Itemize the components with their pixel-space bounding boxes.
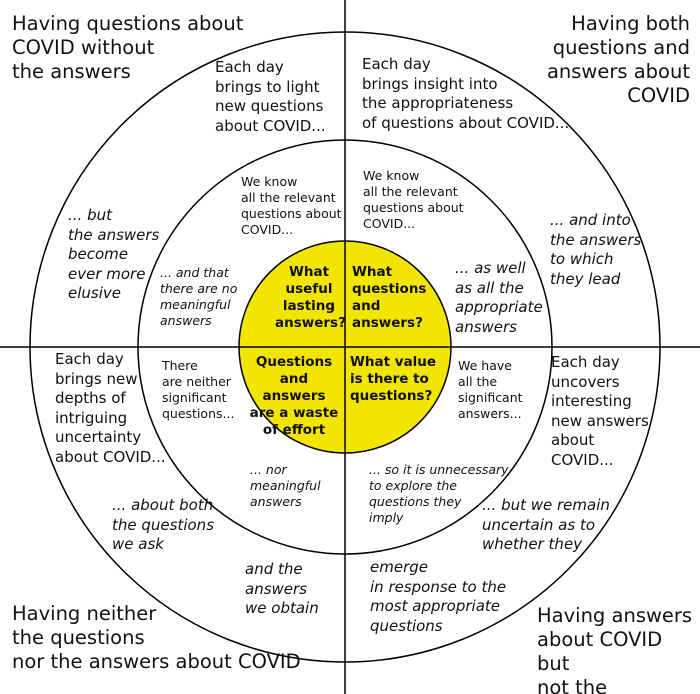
outer-br-continuation-1: ... but we remain uncertain as to whethe…: [482, 496, 610, 553]
corner-label-bottom-right: Having answers about COVID but not the q…: [537, 604, 693, 694]
outer-bl-statement: Each day brings new depths of intriguing…: [55, 350, 166, 466]
outer-bl-continuation-2: and the answers we obtain: [245, 560, 319, 617]
core-tl-text: What useful lasting answers?: [275, 264, 346, 331]
core-br-text: What value is there to questions?: [350, 354, 437, 404]
core-bl-text: Questions and answers are a waste of eff…: [249, 354, 339, 438]
inner-br-statement: We have all the significant answers...: [458, 358, 523, 421]
outer-tl-continuation: ... but the answers become ever more elu…: [68, 206, 160, 302]
outer-br-continuation-2: emerge in response to the most appropria…: [370, 558, 507, 635]
outer-br-statement: Each day uncovers interesting new answer…: [551, 353, 649, 469]
outer-tl-statement: Each day brings to light new questions a…: [215, 58, 326, 135]
core-tr-text: What questions and answers?: [352, 264, 427, 331]
inner-tr-statement: We know all the relevant questions about…: [363, 168, 464, 231]
inner-tl-statement: We know all the relevant questions about…: [241, 174, 342, 237]
outer-tr-continuation: ... and into the answers to which they l…: [550, 211, 642, 288]
inner-tl-continuation: ... and that there are no meaningful ans…: [160, 265, 238, 328]
corner-label-top-left: Having questions about COVID without the…: [12, 12, 244, 83]
inner-bl-continuation: ... nor meaningful answers: [250, 462, 321, 509]
corner-label-top-right: Having both questions and answers about …: [546, 12, 690, 107]
inner-bl-statement: There are neither significant questions.…: [162, 358, 235, 421]
corner-label-bottom-left: Having neither the questions nor the ans…: [12, 602, 301, 673]
inner-tr-continuation: ... as well as all the appropriate answe…: [455, 259, 543, 336]
outer-bl-continuation-1: ... about both the questions we ask: [112, 496, 215, 553]
outer-tr-statement: Each day brings insight into the appropr…: [362, 55, 570, 132]
inner-br-continuation: ... so it is unnecessary to explore the …: [369, 462, 509, 525]
